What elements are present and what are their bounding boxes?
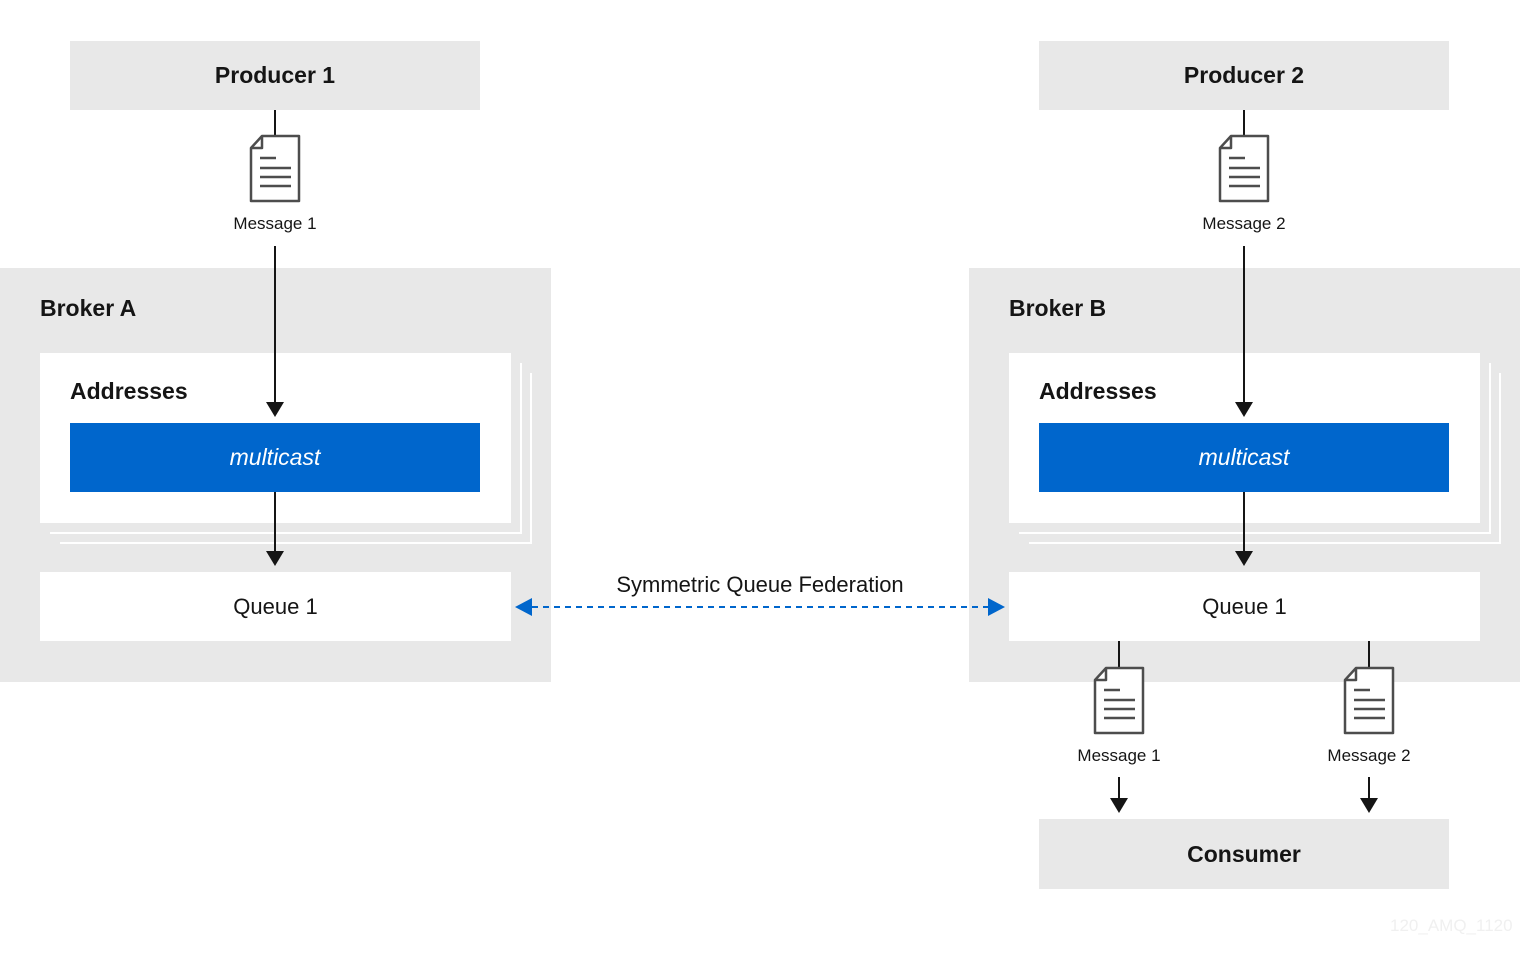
- arrowhead-a-queue: [266, 551, 284, 566]
- document-icon: [1218, 134, 1270, 203]
- consumer-box: Consumer: [1039, 819, 1449, 889]
- document-icon: [249, 134, 301, 203]
- producer-1-box: Producer 1: [70, 41, 480, 110]
- federation-label: Symmetric Queue Federation: [616, 572, 904, 597]
- arrowhead-b-queue: [1235, 551, 1253, 566]
- producer-1-message-label: Message 1: [233, 214, 317, 233]
- broker-b-title: Broker B: [1009, 295, 1107, 321]
- document-icon: [1093, 666, 1145, 735]
- broker-a-addresses-title: Addresses: [70, 378, 188, 404]
- arrowhead-b-multicast: [1235, 402, 1253, 417]
- federation-connector: [515, 598, 1005, 616]
- figure-id-watermark: 120_AMQ_1120: [1390, 916, 1513, 935]
- broker-b-addresses-title: Addresses: [1039, 378, 1157, 404]
- broker-a-title: Broker A: [40, 295, 137, 321]
- broker-b-multicast-address: multicast: [1039, 423, 1449, 492]
- broker-a-multicast-address: multicast: [70, 423, 480, 492]
- arrowhead-consumer-2: [1360, 798, 1378, 813]
- document-icon: [1343, 666, 1395, 735]
- arrowhead-a-multicast: [266, 402, 284, 417]
- consumer-message-1-label: Message 1: [1077, 746, 1161, 765]
- arrowhead-consumer-1: [1110, 798, 1128, 813]
- producer-2-message-label: Message 2: [1202, 214, 1286, 233]
- producer-2-box: Producer 2: [1039, 41, 1449, 110]
- broker-a-queue-1: Queue 1: [40, 572, 511, 641]
- consumer-message-2-label: Message 2: [1327, 746, 1411, 765]
- broker-b-queue-1: Queue 1: [1009, 572, 1480, 641]
